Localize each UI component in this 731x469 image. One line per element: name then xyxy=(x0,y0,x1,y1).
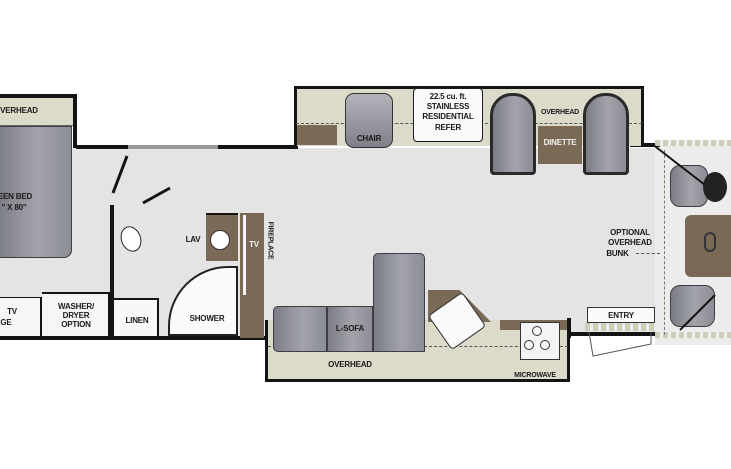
bath-left-wall xyxy=(110,205,114,336)
cab-bottom-rail xyxy=(655,332,731,338)
tv-storage xyxy=(0,298,42,336)
bottom-wall-right xyxy=(570,332,660,336)
top-wall-left xyxy=(0,94,76,98)
dinette-overhead-label: OVERHEAD xyxy=(540,109,580,116)
burner-icon xyxy=(532,326,542,336)
refer-label-3: RESIDENTIAL xyxy=(422,112,474,121)
bed-overhead-label: OVERHEAD xyxy=(0,106,38,115)
tv-label: TV xyxy=(249,240,259,249)
washer-dryer xyxy=(42,292,110,336)
l-sofa-section-3 xyxy=(373,253,425,352)
dinette-bench-right xyxy=(583,93,629,175)
bunk-label-1: OPTIONAL xyxy=(610,228,650,237)
refer-label-4: REFER xyxy=(434,123,462,132)
tv-panel xyxy=(243,215,246,295)
l-sofa-label: L-SOFA xyxy=(335,324,365,333)
dinette-table xyxy=(538,126,582,164)
burner-icon xyxy=(540,340,550,350)
washer-dryer-label: WASHER/ DRYER OPTION xyxy=(58,302,94,329)
fireplace-label: FIREPLACE xyxy=(266,221,274,260)
bedroom-slide-right-wall xyxy=(73,94,77,148)
dinette-label: DINETTE xyxy=(543,138,577,147)
shower-label: SHOWER xyxy=(189,314,225,323)
microwave-label: MICROWAVE xyxy=(514,372,556,379)
lav-label: LAV xyxy=(185,235,201,244)
tv-storage-label-2: GE xyxy=(0,318,12,327)
burner-icon xyxy=(524,340,534,350)
refer-label-1: 22.5 cu. ft. xyxy=(429,92,467,101)
bunk-arrow xyxy=(636,253,660,254)
entry-step-rail xyxy=(585,323,657,331)
entry-door-swing xyxy=(588,331,652,357)
sink-icon xyxy=(210,230,230,250)
chair-label: CHAIR xyxy=(356,134,382,143)
bath-angled-wall xyxy=(111,155,171,205)
console-cupholder-icon xyxy=(704,232,716,252)
bottom-wall-left xyxy=(0,336,265,340)
bunk-label-2: OVERHEAD xyxy=(608,238,652,247)
top-wall-right xyxy=(630,143,660,147)
tv-storage-label: TV xyxy=(7,307,17,316)
bunk-boundary-line xyxy=(664,150,665,335)
linen-label: LINEN xyxy=(125,316,149,325)
residential-refer xyxy=(413,88,483,142)
cab-door-lines xyxy=(651,143,716,331)
steering-wheel-icon xyxy=(703,172,727,202)
entry-wall-post xyxy=(567,318,571,338)
top-window xyxy=(128,145,218,149)
entry-label: ENTRY xyxy=(608,311,634,320)
bed-label: EEN BED xyxy=(0,192,33,201)
linen-closet xyxy=(114,298,159,336)
passenger-seat xyxy=(670,285,715,327)
bed-overhead-cabinet xyxy=(0,98,73,126)
l-sofa-section-2 xyxy=(327,306,373,352)
chair-side-table xyxy=(297,125,337,145)
queen-bed xyxy=(0,126,72,258)
bed-size-label: " X 80" xyxy=(1,203,27,212)
dinette-bench-left xyxy=(490,93,536,175)
cab-top-rail xyxy=(655,140,731,146)
bunk-label-3: BUNK xyxy=(606,249,629,258)
entry-step xyxy=(587,307,655,323)
chair xyxy=(345,93,393,148)
sofa-overhead-label: OVERHEAD xyxy=(328,360,372,369)
l-sofa-section-1 xyxy=(273,306,327,352)
refer-label-2: STAINLESS xyxy=(426,102,470,111)
